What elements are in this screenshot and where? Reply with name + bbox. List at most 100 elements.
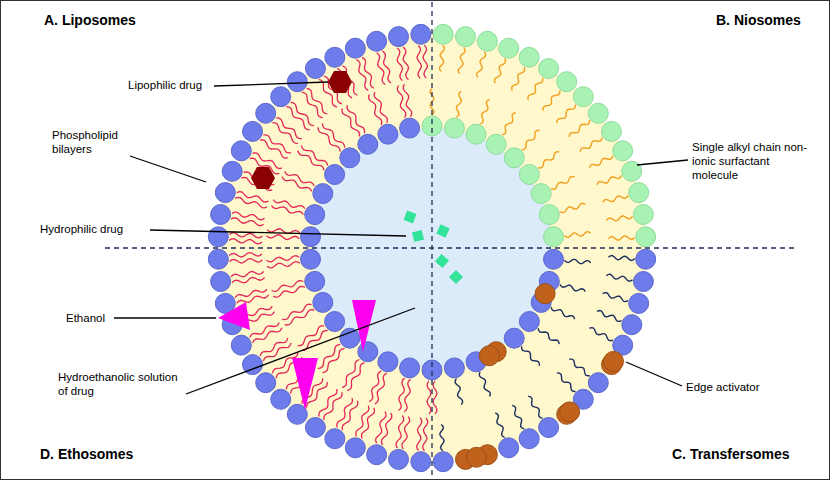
lipid-head [544,249,564,269]
lipid-head [400,358,420,378]
lipid-tail [337,398,353,427]
lipid-head [211,272,231,292]
lipid-tail [417,418,422,451]
part-label: Lipophilic drug [128,78,218,92]
lipid-head [539,418,559,438]
lipid-head [287,72,307,92]
ethanol-molecule [218,300,376,410]
lipid-head [208,227,228,247]
lipid-head [588,103,608,123]
edge-activator [467,447,487,467]
edge-activator [560,402,580,422]
lipid-head [633,205,653,225]
lipid-tail [528,396,542,418]
lipid-tail [538,152,559,168]
lipid-head [499,438,519,458]
lipid-head [378,124,398,144]
lipid-tail [229,239,262,244]
lipid-head [622,315,642,335]
lipid-tail [301,146,327,166]
lipid-tail [322,348,344,372]
lipid-tail [263,135,291,153]
lipid-tail [232,212,265,220]
quadrant-title: C. Transfersomes [672,446,790,463]
lipid-tail [282,304,312,320]
lipid-head [456,27,476,47]
lipid-head [325,312,345,332]
lipid-head [305,271,325,291]
part-label: Phospholipid bilayers [52,128,134,156]
lipid-head [231,335,251,355]
lipid-tail [285,171,315,186]
lipid-tail [569,120,590,137]
lipid-tail [362,57,374,88]
lipid-tail [569,359,590,376]
lipid-head [504,328,524,348]
lipid-tail [440,45,445,71]
lipid-tail [603,293,629,302]
lipid-tail [232,278,265,283]
edge-activator [479,346,499,366]
edge-activator [604,351,624,371]
lipid-tail [237,295,269,304]
lipid-tail [403,84,411,116]
lipid-head [378,352,398,372]
hydrophilic-drug [404,211,463,284]
lipid-tail [495,413,504,438]
lipid-tail [560,284,585,291]
lipid-tail [589,328,613,341]
lipid-tail [253,328,282,343]
lipid-tail [272,281,304,292]
lipid-tail [301,331,327,351]
part-label: Hydroethanolic solution of drug [58,370,186,398]
lipid-head [358,134,378,154]
lipid-head [444,358,464,378]
lipid-tail [382,51,391,83]
lipid-head [389,27,409,47]
lipid-tail [440,424,444,450]
lipid-head [325,165,345,185]
lipid-tail [564,259,590,264]
lipid-tail [403,47,408,80]
lipid-tail [458,48,465,74]
lipid-head [629,293,649,313]
lipid-tail [538,328,559,344]
lipid-head [557,72,577,92]
lipid-tail [318,127,340,151]
lipid-tail [557,373,576,392]
lipid-tail [433,381,437,414]
lipid-tail [375,373,387,404]
lipid-head [477,31,497,51]
lipid-tail [396,415,404,448]
lipid-tail [276,118,302,139]
lipid-tail [477,52,486,78]
lipid-tail [423,45,427,78]
lipid-tail [260,338,288,356]
lipid-head [519,429,539,449]
lipid-head [539,205,559,225]
lipid-tail [231,272,264,277]
lipid-tail [551,176,575,189]
lipid-head [633,272,653,292]
lipid-tail [273,286,305,297]
quadrant-title: A. Liposomes [44,12,136,29]
lipid-tail [456,91,461,117]
lipid-head [444,118,464,138]
lipid-head [531,184,551,204]
lipid-head [345,438,365,458]
lipid-tail [298,326,324,346]
lipid-tail [455,379,462,405]
lipid-tail [564,232,590,238]
lipid-head [400,118,420,138]
lipid-tail [237,192,269,202]
lipid-head [256,373,276,393]
lipid-tail [597,175,622,184]
leader-line [114,82,688,394]
lipid-head [345,38,365,58]
lipid-tail [606,216,632,221]
lipid-head [389,449,409,469]
quadrant-divider [105,2,795,478]
lipid-head [613,141,633,161]
lipid-tail [608,256,634,261]
